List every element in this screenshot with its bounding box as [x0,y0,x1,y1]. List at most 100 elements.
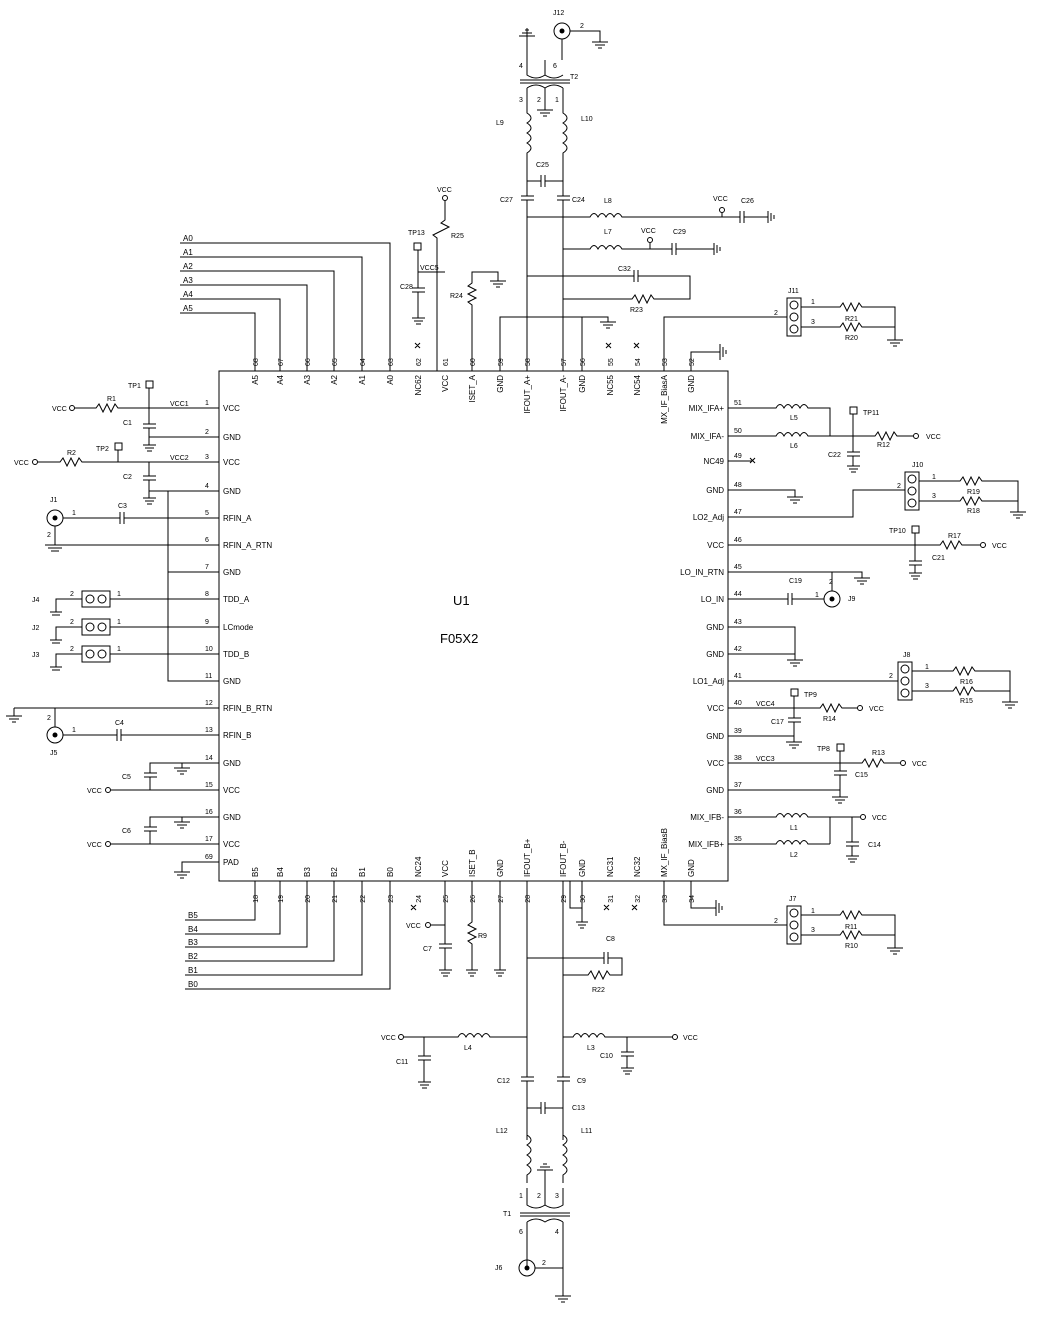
right-pin-number: 48 [734,482,742,489]
left-pin-name: TDD_B [223,650,249,659]
vcc-label-l4: VCC [381,1035,396,1042]
j11-pin2: 2 [774,310,778,317]
j3-pin1: 1 [117,646,121,653]
j9-label: J9 [848,596,856,603]
top-pin-number: 53 [662,358,669,366]
right-pin-name: MIX_IFB+ [688,840,724,849]
r9-label: R9 [478,933,487,940]
c13-label: C13 [572,1105,585,1112]
top-pin-name: A5 [251,374,260,384]
t1-pin3: 3 [555,1193,559,1200]
j10-pin2: 2 [897,483,901,490]
bottom-pin-number: 24 [416,895,423,903]
r25-label: R25 [451,233,464,240]
j8-label: J8 [903,652,911,659]
c5-c6-decoupling: VCC C5 VCC C6 [87,762,219,879]
tp8-label: TP8 [817,746,830,753]
bottom-pin-name: NC32 [633,856,642,877]
l11-label: L11 [581,1128,592,1135]
right-pin-name: GND [706,650,724,659]
left-pin-name: GND [223,813,241,822]
j9-pin1: 1 [815,592,819,599]
j6-label: J6 [495,1265,503,1272]
j10-label: J10 [912,462,923,469]
left-pin-number: 9 [205,619,209,626]
j1-label: J1 [50,497,58,504]
j9-lo-in-connector: J9 1 2 C19 [728,571,870,667]
left-pin-name: VCC [223,840,240,849]
left-pin-number: 11 [205,673,212,680]
j1-rfin-a-connector: J1 C3 1 2 [45,497,219,552]
top-pin-number: 60 [470,358,477,366]
vcc-label-r12: VCC [926,434,941,441]
bus-b5-label: B5 [188,911,198,920]
top-pin-name: IFOUT_A- [559,375,568,412]
l10-label: L10 [581,116,593,123]
lo-supply-section: VCC R17 TP10 C21 [728,525,1007,580]
c7-label: C7 [423,946,432,953]
l7-label: L7 [604,229,612,236]
left-pin-number: 15 [205,782,213,789]
right-pin-name: MIX_IFA+ [689,404,725,413]
l6-label: L6 [790,443,798,450]
top-pin-number: 66 [305,358,312,366]
right-pin-number: 50 [734,428,742,435]
top-pin-name: A0 [386,374,395,384]
jumpers-left: J4 2 1 J2 2 1 J3 2 1 [32,590,219,671]
r10-label: R10 [845,943,858,950]
right-pin-number: 42 [734,646,742,653]
r2-label: R2 [67,450,76,457]
tp9-label: TP9 [804,692,817,699]
right-pin-name: VCC [707,704,724,713]
top-pin-name: A3 [303,374,312,384]
tp2-label: TP2 [96,446,109,453]
top-pin-number: 63 [388,358,395,366]
left-pin-number: 6 [205,537,209,544]
right-pin-number: 38 [734,755,742,762]
vcc-label-l8: VCC [713,196,728,203]
right-pin-group: MIX_IFA+51MIX_IFA-50NC4949GND48LO2_Adj47… [680,400,742,849]
bottom-pin-name: B0 [386,867,395,877]
right-if-b-section: VCC L1 L2 C14 [728,813,887,863]
r11-label: R11 [845,924,857,931]
top-pin-name: IFOUT_A+ [523,375,532,414]
r19-label: R19 [967,489,980,496]
l2-label: L2 [790,852,798,859]
left-pin-name: GND [223,487,241,496]
bottom-pin-group: B518B419B320B221B122B023NC2424VCC25ISET_… [251,828,696,903]
left-pin-number: 7 [205,564,209,571]
left-pin-number: 4 [205,483,209,490]
l8-label: L8 [604,198,612,205]
right-pin-name: GND [706,732,724,741]
r20-label: R20 [845,335,858,342]
right-pin-name: LO_IN [701,595,724,604]
tp1-label: TP1 [128,383,141,390]
left-pin-name: GND [223,568,241,577]
j8-pin3: 3 [925,683,929,690]
c4-label: C4 [115,720,124,727]
c32-label: C32 [618,266,631,273]
j11-jumper: J11 1 2 3 R21 R20 [774,288,903,347]
right-pin-number: 49 [734,453,742,460]
t2-output-section: J12 2 T2 4 6 3 2 1 L9 L10 C25 C27 C24 L8… [400,10,787,371]
right-pin-name: LO1_Adj [693,677,724,686]
bottom-pin-name: NC24 [414,856,423,877]
bus-b1-label: B1 [188,966,198,975]
j11-pin1: 1 [811,299,815,306]
tp13-symbol [413,242,422,251]
top-pin-name: GND [687,375,696,393]
c11-label: C11 [396,1059,408,1066]
left-supply-section: VCC R1 VCC1 TP1 C1 VCC R2 VCC2 TP2 C2 [14,380,219,682]
c25-label: C25 [536,162,549,169]
bottom-pin-number: 20 [305,895,312,903]
bottom-pin-number: 29 [561,895,568,903]
bottom-pin-name: GND [578,859,587,877]
bottom-pin-number: 33 [662,895,669,903]
right-pin-name: VCC [707,759,724,768]
left-pin-name: VCC [223,786,240,795]
c5-label: C5 [122,774,131,781]
j7-pin1: 1 [811,908,815,915]
r15-label: R15 [960,698,973,705]
r23-label: R23 [630,307,643,314]
